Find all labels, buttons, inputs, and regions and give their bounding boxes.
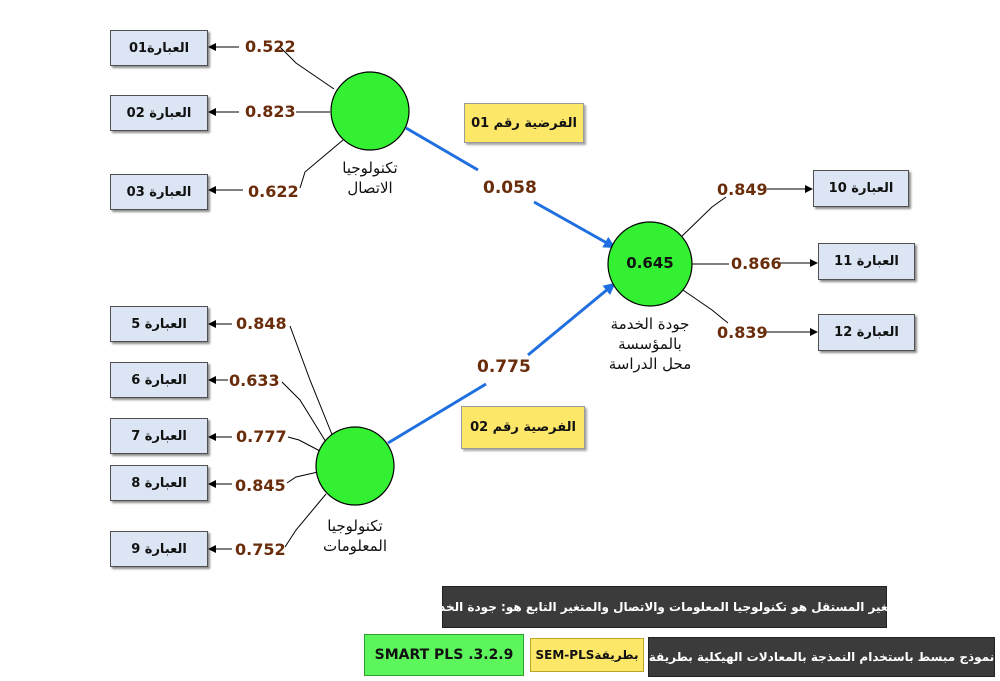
indicator-12: العبارة 12 — [818, 314, 915, 351]
loading-11: 0.866 — [731, 254, 782, 273]
indicator-8: العبارة 8 — [110, 465, 208, 501]
indicator-10-label: العبارة 10 — [828, 181, 894, 196]
indicator-03-label: العبارة 03 — [126, 184, 192, 200]
variables-note: .المتغير المستقل هو تكنولوجيا المعلومات … — [420, 586, 909, 628]
indicator-01: العبارة01 — [110, 30, 208, 66]
indicator-12-label: العبارة 12 — [834, 325, 899, 340]
construct-service-circle — [607, 221, 693, 307]
construct-comm-label: تكنولوجيا الاتصال — [318, 158, 422, 198]
model-note: نموذج مبسط باستخدام النمذجة بالمعادلات ا… — [648, 637, 995, 677]
loading-6: 0.633 — [229, 371, 280, 390]
method-label: SEM-PLSبطريقة — [530, 638, 644, 672]
construct-service-label-line1: جودة الخدمة — [610, 315, 690, 333]
indicator-10: العبارة 10 — [813, 170, 909, 207]
loading-01: 0.522 — [245, 37, 296, 56]
r-squared-value: 0.645 — [626, 254, 674, 272]
indicator-5: العبارة 5 — [110, 306, 208, 342]
indicator-03: العبارة 03 — [110, 174, 208, 210]
indicator-11-label: العبارة 11 — [834, 254, 899, 269]
loading-12: 0.839 — [717, 323, 768, 342]
indicator-7-label: العبارة 7 — [131, 428, 187, 444]
indicator-5-label: العبارة 5 — [131, 316, 187, 332]
loading-8: 0.845 — [235, 476, 286, 495]
indicator-9: العبارة 9 — [110, 531, 208, 567]
indicator-02: العبارة 02 — [110, 95, 208, 131]
indicator-11: العبارة 11 — [818, 243, 915, 280]
hypothesis-01: الفرضية رقم 01 — [464, 103, 584, 143]
construct-service-label-line2: بالمؤسسة — [618, 335, 682, 353]
indicator-02-label: العبارة 02 — [126, 105, 192, 121]
construct-comm-label-line1: تكنولوجيا — [342, 159, 398, 177]
service-loading-lines — [677, 185, 818, 336]
info-loading-lines — [208, 320, 334, 553]
indicator-6: العبارة 6 — [110, 362, 208, 398]
software-label: SMART PLS .3.2.9 — [364, 634, 524, 676]
indicator-01-label: العبارة01 — [128, 40, 190, 56]
loading-10: 0.849 — [717, 180, 768, 199]
loading-9: 0.752 — [235, 540, 286, 559]
indicator-6-label: العبارة 6 — [131, 372, 187, 388]
construct-info-label-line2: المعلومات — [322, 537, 388, 555]
construct-info-circle — [315, 426, 395, 506]
comm-loading-lines — [208, 43, 344, 194]
loading-7: 0.777 — [236, 427, 287, 446]
path-coefficient-comm: 0.058 — [483, 178, 537, 198]
construct-comm-label-line2: الاتصال — [347, 179, 393, 197]
structural-paths — [387, 126, 616, 445]
loading-03: 0.622 — [248, 182, 299, 201]
construct-info-label-line1: تكنولوجيا — [327, 517, 383, 535]
indicator-9-label: العبارة 9 — [131, 541, 187, 557]
construct-info-label: تكنولوجيا المعلومات — [303, 516, 407, 556]
indicator-7: العبارة 7 — [110, 418, 208, 454]
construct-service-label-line3: محل الدراسة — [608, 355, 692, 373]
construct-service-label: جودة الخدمة بالمؤسسة محل الدراسة — [592, 314, 708, 374]
indicator-8-label: العبارة 8 — [131, 475, 187, 491]
hypothesis-02: الفرصية رقم 02 — [461, 406, 585, 449]
construct-comm-circle — [330, 71, 410, 151]
path-coefficient-info: 0.775 — [477, 357, 531, 377]
loading-02: 0.823 — [245, 102, 296, 121]
loading-5: 0.848 — [236, 314, 287, 333]
